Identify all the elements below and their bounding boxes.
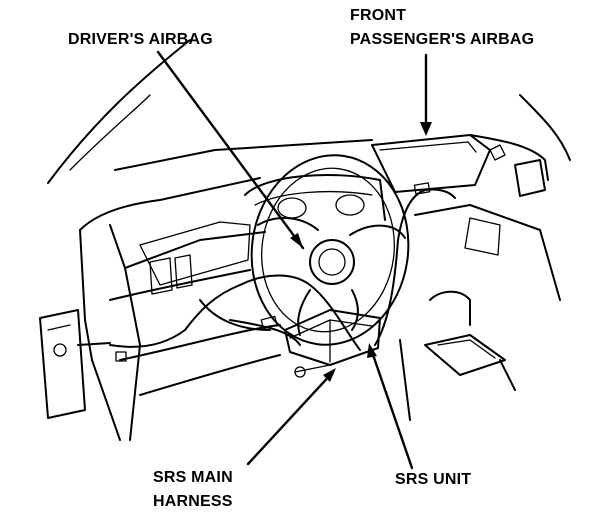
windshield-lines: [47, 39, 571, 184]
arrowhead-passenger-airbag: [420, 122, 432, 136]
label-srs-main-line2: HARNESS: [153, 493, 233, 510]
center-console: [399, 204, 561, 421]
arrowhead-drivers-airbag: [290, 233, 303, 248]
passenger-airbag-module: [371, 134, 549, 197]
leader-lines: [156, 50, 432, 470]
leader-srs-unit: [369, 347, 414, 470]
srs-unit-box: [284, 309, 381, 366]
driver-airbag-module: [309, 239, 355, 285]
steering-wheel: [250, 154, 410, 346]
dashboard-outline: [79, 177, 281, 441]
instrument-cluster: [244, 174, 386, 221]
label-front-passenger-line1: FRONT: [350, 7, 407, 24]
arrowhead-srs-unit: [367, 343, 377, 358]
leader-drivers-airbag: [156, 50, 305, 250]
leader-srs-main-harness: [246, 370, 335, 466]
label-front-passenger-line2: PASSENGER'S AIRBAG: [350, 31, 535, 48]
srs-harness: [109, 182, 456, 378]
label-srs-main-line1: SRS MAIN: [153, 469, 233, 486]
arrowhead-srs-main-harness: [323, 368, 336, 382]
label-drivers-airbag: DRIVER'S AIRBAG: [68, 31, 213, 48]
label-srs-unit: SRS UNIT: [395, 471, 472, 488]
side-panel: [39, 309, 111, 419]
